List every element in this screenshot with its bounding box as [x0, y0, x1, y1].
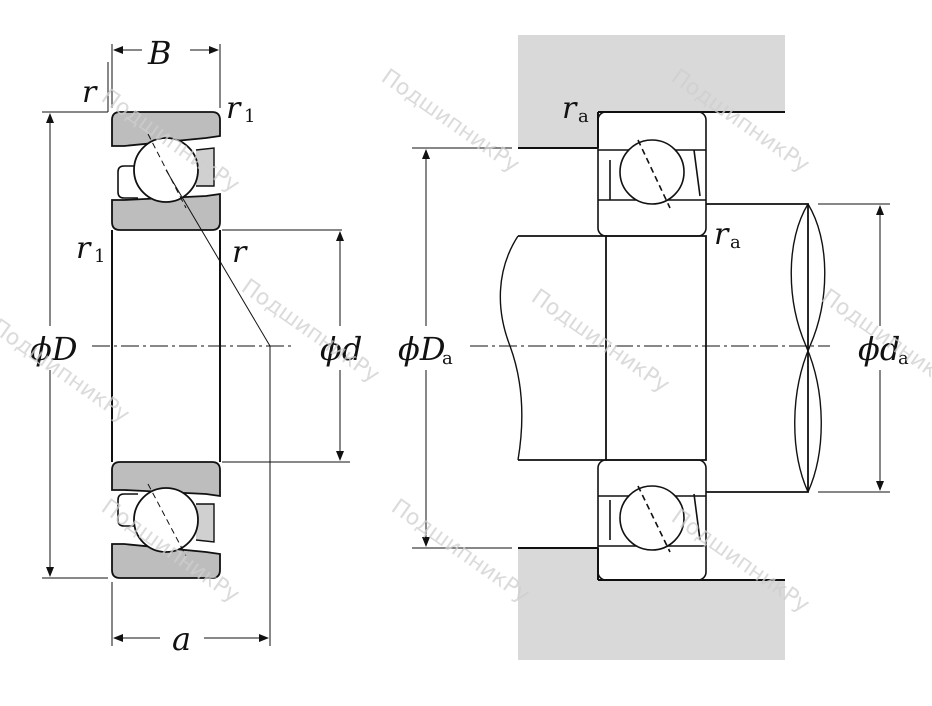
label-load-center: a — [172, 620, 191, 658]
outer-ring-bottom — [111, 543, 221, 579]
shaft — [499, 203, 826, 493]
label-chamfer-small-left-index: 1 — [94, 246, 105, 267]
label-chamfer-top-left: r — [82, 75, 98, 110]
label-bore-diameter: ϕd — [320, 330, 362, 368]
load-center-dimension — [111, 582, 269, 646]
label-fillet-top-sub: a — [578, 106, 589, 127]
cage-icon — [609, 493, 701, 541]
label-chamfer-small-left: r — [76, 231, 92, 266]
ball-icon — [619, 485, 685, 551]
ball-icon — [133, 487, 199, 553]
watermark-text: ПодшипникРу — [387, 494, 534, 608]
outer-ring-top — [111, 111, 221, 147]
housing — [518, 35, 785, 660]
label-outer-diameter: ϕD — [30, 330, 77, 368]
label-shaft-diameter-sub: a — [898, 348, 909, 369]
watermarks: ПодшипникРу ПодшипникРу ПодшипникРу Подш… — [0, 64, 932, 618]
left-bearing-bottom — [111, 461, 221, 579]
watermark-text: ПодшипникРу — [817, 284, 932, 398]
label-fillet-shaft-sub: a — [730, 232, 741, 253]
ball-icon — [619, 139, 685, 205]
watermark-text: ПодшипникРу — [527, 284, 674, 398]
housing-diameter-dimension — [412, 147, 512, 549]
cage-icon — [117, 165, 138, 199]
label-fillet-shaft: r — [714, 217, 730, 252]
right-bearing-top — [597, 111, 707, 237]
cage-icon — [117, 493, 138, 527]
cage-icon — [609, 149, 701, 200]
label-shaft-diameter: ϕd — [858, 330, 900, 368]
label-chamfer-right: r — [232, 235, 248, 270]
label-fillet-top: r — [562, 91, 578, 126]
bore-diameter-dimension — [222, 231, 350, 463]
shaft-diameter-dimension — [818, 203, 890, 493]
label-width: B — [147, 34, 172, 72]
label-housing-diameter-sub: a — [442, 348, 453, 369]
label-housing-diameter: ϕD — [398, 330, 445, 368]
label-chamfer-small-top: r — [226, 91, 242, 126]
watermark-text: ПодшипникРу — [377, 64, 524, 178]
inner-ring-top — [111, 192, 221, 231]
inner-ring-bottom — [111, 461, 221, 498]
contact-angle-line — [165, 169, 271, 347]
outer-diameter-dimension — [42, 111, 108, 579]
right-bearing-bottom — [597, 459, 707, 581]
label-chamfer-small-top-index: 1 — [244, 106, 255, 127]
width-dimension — [111, 44, 221, 108]
